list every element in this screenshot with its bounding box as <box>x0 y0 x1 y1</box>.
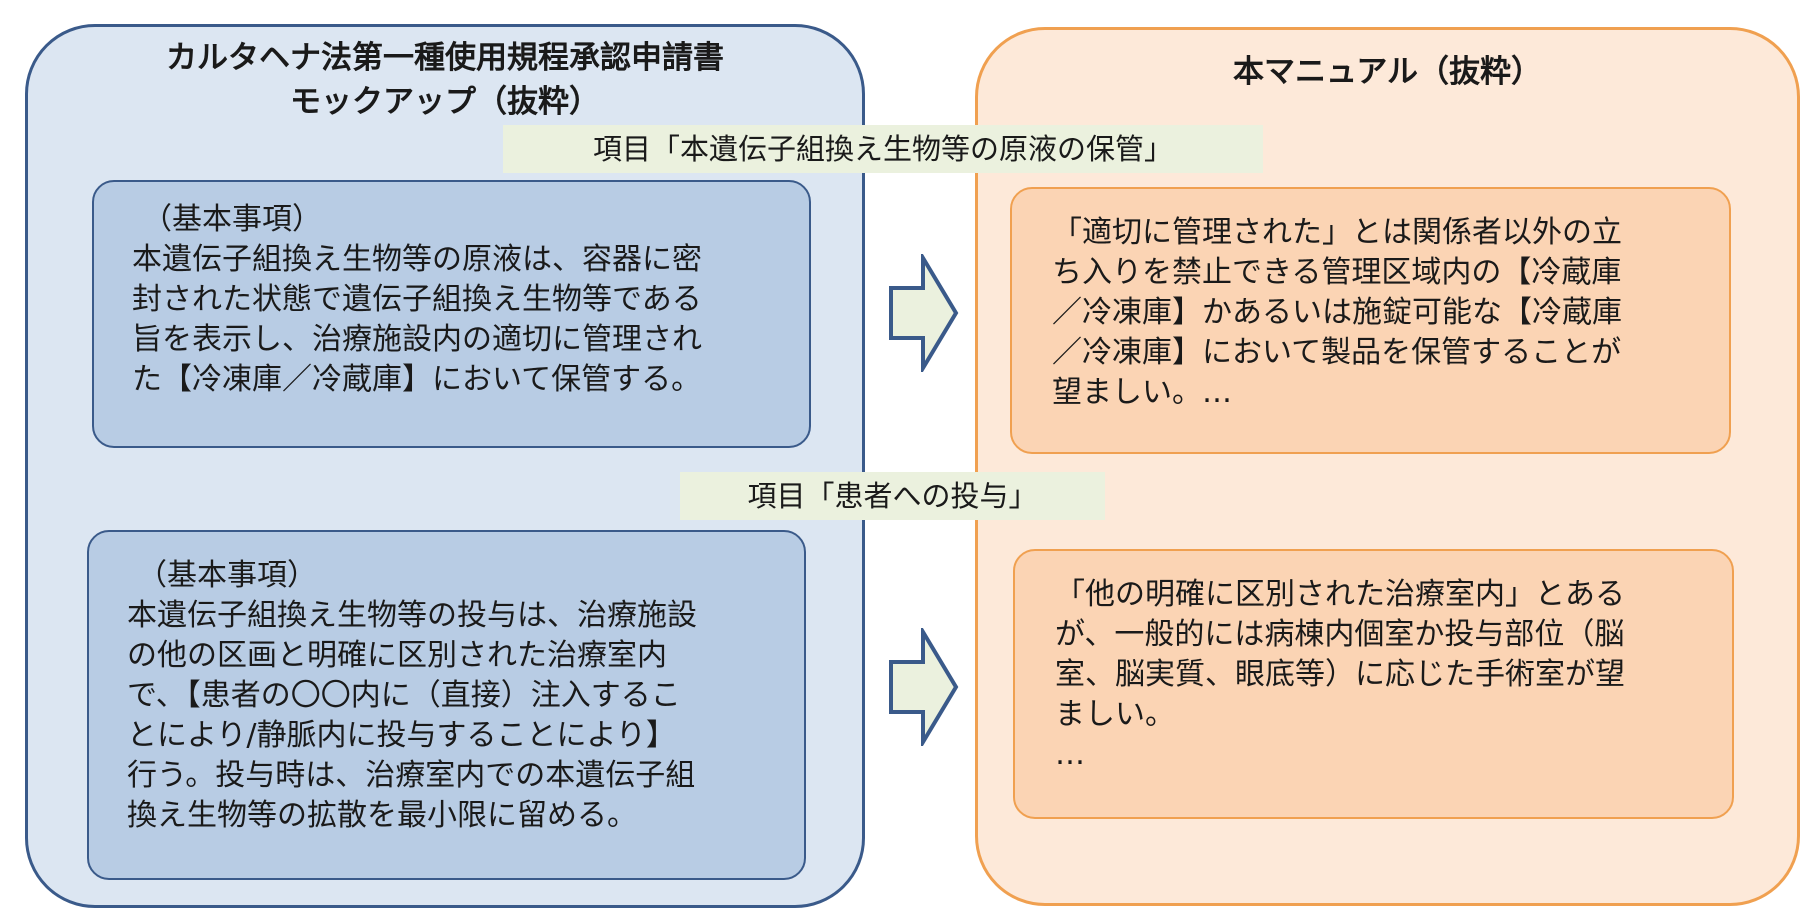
manual-storage-line-4: ／冷凍庫】において製品を保管することが <box>1052 335 1622 370</box>
item-label-administration: 項目「患者への投与」 <box>680 472 1105 520</box>
mockup-storage-line-1: （基本事項） <box>142 202 322 237</box>
manual-admin-line-4: ましい。 <box>1055 697 1175 732</box>
mockup-title-line-2: モックアップ（抜粋） <box>290 84 600 120</box>
manual-card-administration: 「他の明確に区別された治療室内」とある が、一般的には病棟内個室か投与部位（脳 … <box>1013 549 1734 819</box>
mockup-storage-line-5: た【冷凍庫／冷蔵庫】において保管する。 <box>132 362 702 397</box>
manual-storage-line-5: 望ましい。… <box>1052 375 1232 410</box>
mockup-panel-title: カルタヘナ法第一種使用規程承認申請書 モックアップ（抜粋） <box>25 36 865 124</box>
mockup-storage-line-4: 旨を表示し、治療施設内の適切に管理され <box>132 322 702 357</box>
manual-admin-line-2: が、一般的には病棟内個室か投与部位（脳 <box>1055 617 1625 652</box>
mockup-admin-line-1: （基本事項） <box>137 558 317 593</box>
right-arrow-icon <box>889 628 959 746</box>
manual-admin-line-5: … <box>1055 737 1085 772</box>
mockup-title-line-1: カルタヘナ法第一種使用規程承認申請書 <box>166 40 724 76</box>
manual-admin-line-1: 「他の明確に区別された治療室内」とある <box>1055 577 1625 612</box>
mockup-storage-line-2: 本遺伝子組換え生物等の原液は、容器に密 <box>132 242 702 277</box>
mockup-admin-line-6: 行う。投与時は、治療室内での本遺伝子組 <box>127 758 696 793</box>
mockup-admin-line-4: で、【患者の〇〇内に（直接）注入するこ <box>127 678 681 713</box>
manual-admin-line-3: 室、脳実質、眼底等）に応じた手術室が望 <box>1055 657 1625 692</box>
manual-panel-title: 本マニュアル（抜粋） <box>1232 54 1543 90</box>
right-arrow-icon <box>889 254 959 372</box>
item-label-storage: 項目「本遺伝子組換え生物等の原液の保管」 <box>503 125 1263 173</box>
mockup-card-administration: （基本事項） 本遺伝子組換え生物等の投与は、治療施設 の他の区画と明確に区別され… <box>87 530 806 880</box>
manual-storage-line-2: ち入りを禁止できる管理区域内の【冷蔵庫 <box>1052 255 1622 290</box>
mockup-admin-line-2: 本遺伝子組換え生物等の投与は、治療施設 <box>127 598 697 633</box>
mockup-storage-line-3: 封された状態で遺伝子組換え生物等である <box>132 282 702 317</box>
mockup-admin-line-5: とにより/静脈内に投与することにより】 <box>127 718 676 753</box>
manual-storage-line-1: 「適切に管理された」とは関係者以外の立 <box>1052 215 1622 250</box>
mockup-admin-line-7: 換え生物等の拡散を最小限に留める。 <box>127 798 637 833</box>
mockup-admin-line-3: の他の区画と明確に区別された治療室内 <box>127 638 667 673</box>
manual-card-storage: 「適切に管理された」とは関係者以外の立 ち入りを禁止できる管理区域内の【冷蔵庫 … <box>1010 187 1731 454</box>
mockup-card-storage: （基本事項） 本遺伝子組換え生物等の原液は、容器に密 封された状態で遺伝子組換え… <box>92 180 811 448</box>
manual-storage-line-3: ／冷凍庫】かあるいは施錠可能な【冷蔵庫 <box>1052 295 1622 330</box>
